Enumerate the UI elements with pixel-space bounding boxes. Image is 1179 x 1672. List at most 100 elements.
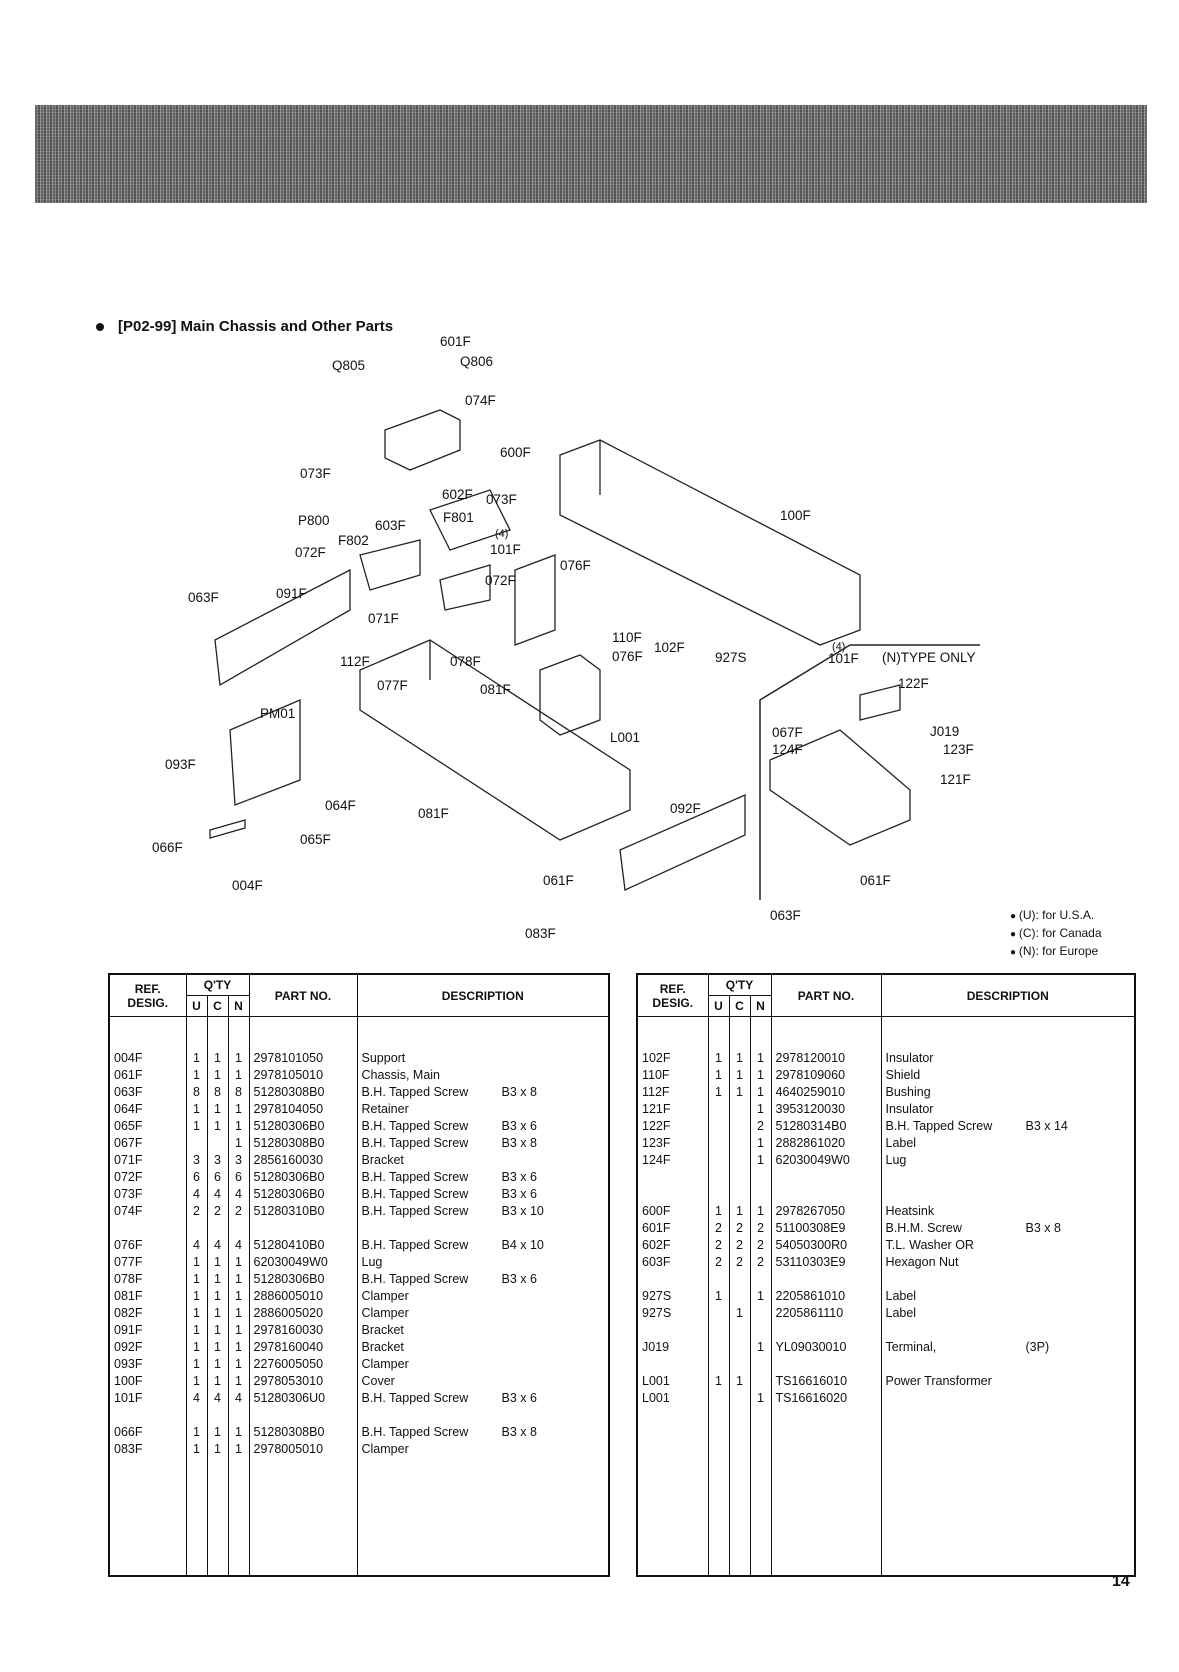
label-4-b: (4): [832, 641, 845, 653]
label-063F: 063F: [188, 590, 219, 605]
qty-n-cell: 4: [227, 1390, 250, 1408]
description-cell: Lug: [880, 1152, 1136, 1170]
qty-n-header: N: [227, 995, 250, 1017]
qty-u-header: U: [707, 995, 730, 1017]
label-PM01: PM01: [260, 706, 295, 721]
description-text: Lug: [885, 1152, 907, 1167]
label-Q806: Q806: [460, 354, 493, 369]
label-122F: 122F: [898, 676, 929, 691]
description-text: Chassis, Main: [361, 1067, 441, 1082]
qty-n-header: N: [749, 995, 772, 1017]
description-cell: Terminal,(3P): [880, 1339, 1136, 1357]
label-083F: 083F: [525, 926, 556, 941]
description-text: Bracket: [361, 1322, 404, 1337]
part-no-cell: 54050300R0: [770, 1237, 882, 1255]
qty-n-cell: 1: [227, 1373, 250, 1391]
qty-n-cell: 1: [227, 1135, 250, 1153]
qty-n-cell: 1: [749, 1101, 772, 1119]
description-text: Label: [885, 1288, 917, 1303]
qty-c-cell: 2: [206, 1203, 229, 1221]
part-no-cell: 2978053010: [248, 1373, 358, 1391]
qty-u-cell: 1: [707, 1203, 730, 1221]
qty-c-cell: [728, 1101, 751, 1119]
part-no-cell: 53110303E9: [770, 1254, 882, 1272]
qty-n-cell: 3: [227, 1152, 250, 1170]
label-600F: 600F: [500, 445, 531, 460]
qty-c-cell: 1: [728, 1084, 751, 1102]
qty-n-cell: 1: [749, 1390, 772, 1408]
qty-c-cell: [728, 1390, 751, 1408]
description-text: Label: [885, 1305, 917, 1320]
description-text: Cover: [361, 1373, 395, 1388]
description-text: Clamper: [361, 1441, 409, 1456]
qty-u-cell: 1: [185, 1441, 208, 1459]
qty-n-cell: 1: [749, 1050, 772, 1068]
description-text: Lug: [361, 1254, 383, 1269]
transformer-part: [539, 654, 601, 736]
bracket-092f-part: [619, 794, 746, 891]
part-no-cell: 2882861020: [770, 1135, 882, 1153]
qty-u-cell: 6: [185, 1169, 208, 1187]
label-061F-b: 061F: [860, 873, 891, 888]
description-cell: Bushing: [880, 1084, 1136, 1102]
qty-n-cell: 1: [227, 1339, 250, 1357]
label-L001: L001: [610, 730, 640, 745]
description-text: B.H. Tapped Screw: [361, 1169, 469, 1184]
label-072F-b: 072F: [485, 573, 516, 588]
qty-c-cell: 3: [206, 1152, 229, 1170]
label-077F: 077F: [377, 678, 408, 693]
description-text: Label: [885, 1135, 917, 1150]
qty-u-cell: 2: [707, 1220, 730, 1238]
table-row: [636, 1169, 1136, 1187]
spec-text: B3 x 6: [501, 1186, 537, 1201]
qty-c-cell: [728, 1118, 751, 1136]
qty-c-cell: [728, 1135, 751, 1153]
description-text: Heatsink: [885, 1203, 935, 1218]
ref-cell: 078F: [108, 1271, 187, 1289]
part-no-cell: 51280310B0: [248, 1203, 358, 1221]
description-cell: Bracket: [356, 1152, 610, 1170]
label-072F: 072F: [295, 545, 326, 560]
part-no-cell: 2978101050: [248, 1050, 358, 1068]
shield-part: [514, 554, 556, 646]
qty-c-header: C: [728, 995, 751, 1017]
table-row: [108, 1220, 610, 1238]
qty-c-cell: [728, 1288, 751, 1306]
part-no-cell: 2978109060: [770, 1067, 882, 1085]
ref-desig-header: REF.DESIG.: [108, 973, 187, 1017]
ref-cell: 065F: [108, 1118, 187, 1136]
part-no-cell: 2886005010: [248, 1288, 358, 1306]
ref-cell: L001: [636, 1390, 709, 1408]
description-cell: Shield: [880, 1067, 1136, 1085]
qty-u-cell: 1: [185, 1373, 208, 1391]
label-Q805: Q805: [332, 358, 365, 373]
part-no-cell: 51100308E9: [770, 1220, 882, 1238]
label-061F: 061F: [543, 873, 574, 888]
ref-cell: 072F: [108, 1169, 187, 1187]
label-124F: 124F: [772, 742, 803, 757]
ref-cell: 067F: [108, 1135, 187, 1153]
ref-cell: 004F: [108, 1050, 187, 1068]
description-text: Retainer: [361, 1101, 409, 1116]
description-text: Hexagon Nut: [885, 1254, 959, 1269]
part-no-cell: TS16616020: [770, 1390, 882, 1408]
description-text: Shield: [885, 1067, 921, 1082]
qty-c-cell: [728, 1152, 751, 1170]
label-101F: 101F: [490, 542, 521, 557]
qty-c-cell: 8: [206, 1084, 229, 1102]
qty-n-cell: 1: [749, 1152, 772, 1170]
